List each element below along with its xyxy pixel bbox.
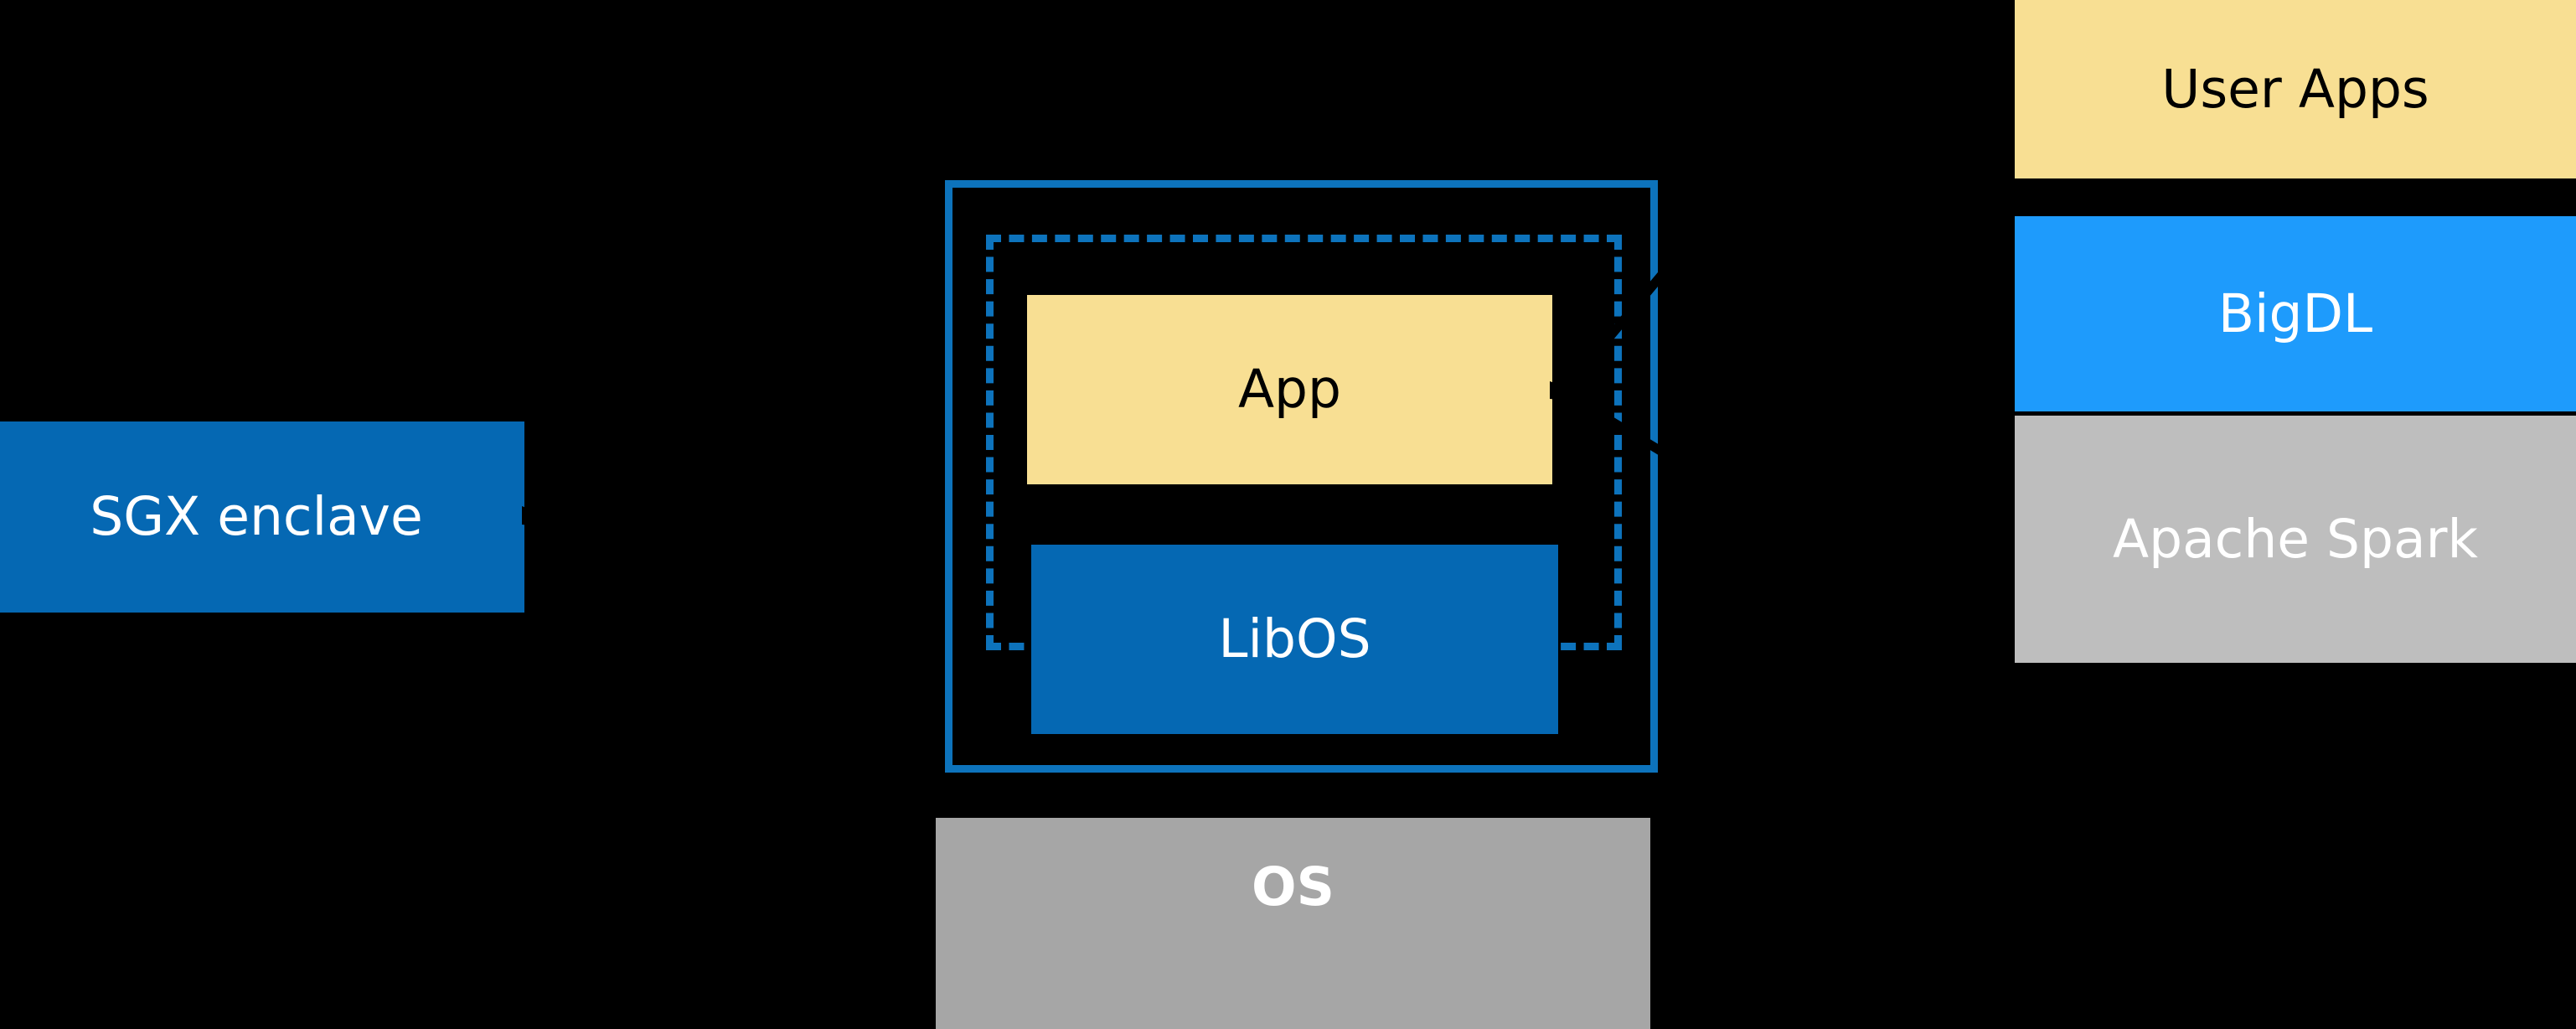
os-box: OS: [936, 818, 1650, 1029]
app-box: App: [1027, 295, 1552, 484]
bigdl-label: BigDL: [2217, 282, 2373, 344]
app-label: App: [1237, 359, 1342, 421]
libos-box: LibOS: [1031, 545, 1558, 734]
sgx-enclave-box: SGX enclave: [0, 421, 524, 613]
sgx-enclave-arrowhead: [522, 506, 541, 526]
libos-label: LibOS: [1218, 608, 1371, 670]
user-apps-box: User Apps: [2015, 0, 2576, 178]
user-apps-label: User Apps: [2161, 58, 2429, 120]
os-label: OS: [1252, 856, 1334, 918]
apache-spark-box: Apache Spark: [2015, 416, 2576, 663]
apache-spark-label: Apache Spark: [2112, 508, 2479, 570]
enclave-outer-frame: [945, 180, 1658, 773]
sgx-enclave-label: SGX enclave: [90, 486, 423, 548]
bigdl-box: BigDL: [2015, 216, 2576, 411]
